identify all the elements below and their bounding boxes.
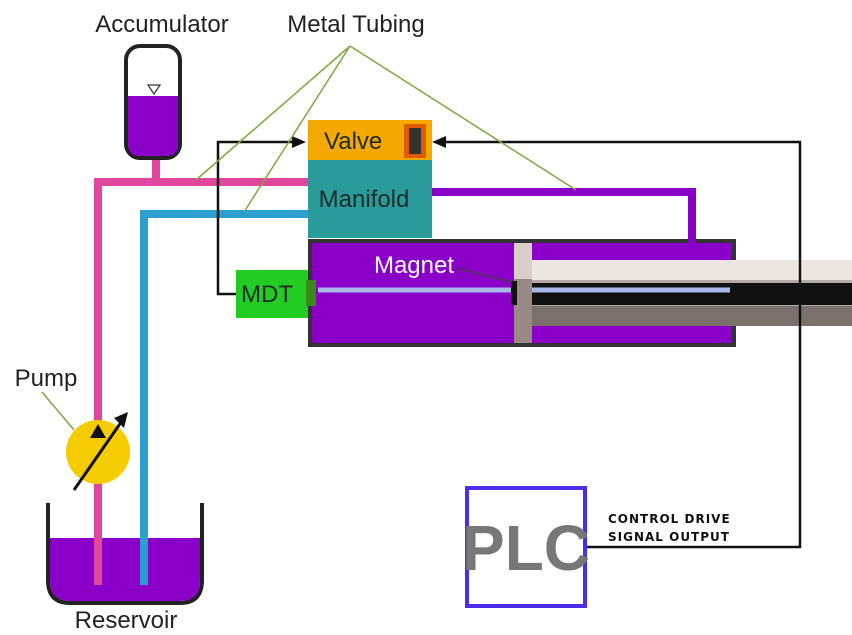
cylinder-feed-line [432, 188, 696, 243]
metal-tubing-leaders [195, 45, 577, 213]
feedback-arrowhead-icon [292, 136, 306, 148]
accumulator [124, 44, 182, 160]
mdt-sensor [236, 270, 308, 318]
plc-label: PLC [462, 512, 590, 584]
metal-tubing-label: Metal Tubing [287, 11, 424, 38]
pump-label: Pump [15, 365, 78, 392]
hydraulic-cylinder [308, 239, 852, 347]
tubing-leader-pressure [195, 45, 351, 181]
accumulator-fluid [128, 96, 178, 156]
pump-leader-line [41, 391, 75, 431]
piston-head-highlight [514, 243, 532, 279]
pump-variable-arrowhead-icon [114, 412, 128, 428]
reservoir [46, 503, 204, 605]
valve-solenoid-core [409, 128, 421, 154]
mdt-feedback-signal-line [216, 140, 294, 296]
reservoir-tank-outline [46, 503, 204, 605]
tubing-leader-cylinder [349, 45, 577, 191]
pump-direction-arrow [90, 424, 106, 438]
pump-body [66, 420, 130, 484]
plc-box [465, 486, 587, 608]
plc-control-signal-line [446, 140, 802, 549]
manifold-label: Manifold [319, 186, 410, 213]
fluid-level-triangle-icon [146, 84, 162, 96]
signal-output-label: SIGNAL OUTPUT [608, 530, 730, 544]
magnet-ring [511, 281, 517, 305]
manifold-block [308, 160, 432, 238]
piston-rod-shadow [532, 306, 852, 326]
magnet-leader-line [455, 267, 513, 283]
variable-displacement-pump-icon [72, 417, 126, 491]
reservoir-label: Reservoir [75, 607, 178, 634]
control-drive-label: CONTROL DRIVE [608, 512, 731, 526]
magnet-label: Magnet [374, 252, 454, 279]
return-line [140, 210, 308, 585]
piston-rod-highlight [532, 260, 852, 280]
mdt-sensor-flange [306, 280, 316, 306]
control-arrowhead-icon [432, 136, 446, 148]
reservoir-fluid [50, 538, 200, 601]
pump [66, 400, 130, 500]
accumulator-label: Accumulator [95, 11, 228, 38]
piston-rod-bore [532, 283, 852, 305]
valve-label: Valve [324, 128, 382, 155]
mdt-label: MDT [241, 281, 293, 308]
tubing-leader-return [243, 45, 351, 213]
